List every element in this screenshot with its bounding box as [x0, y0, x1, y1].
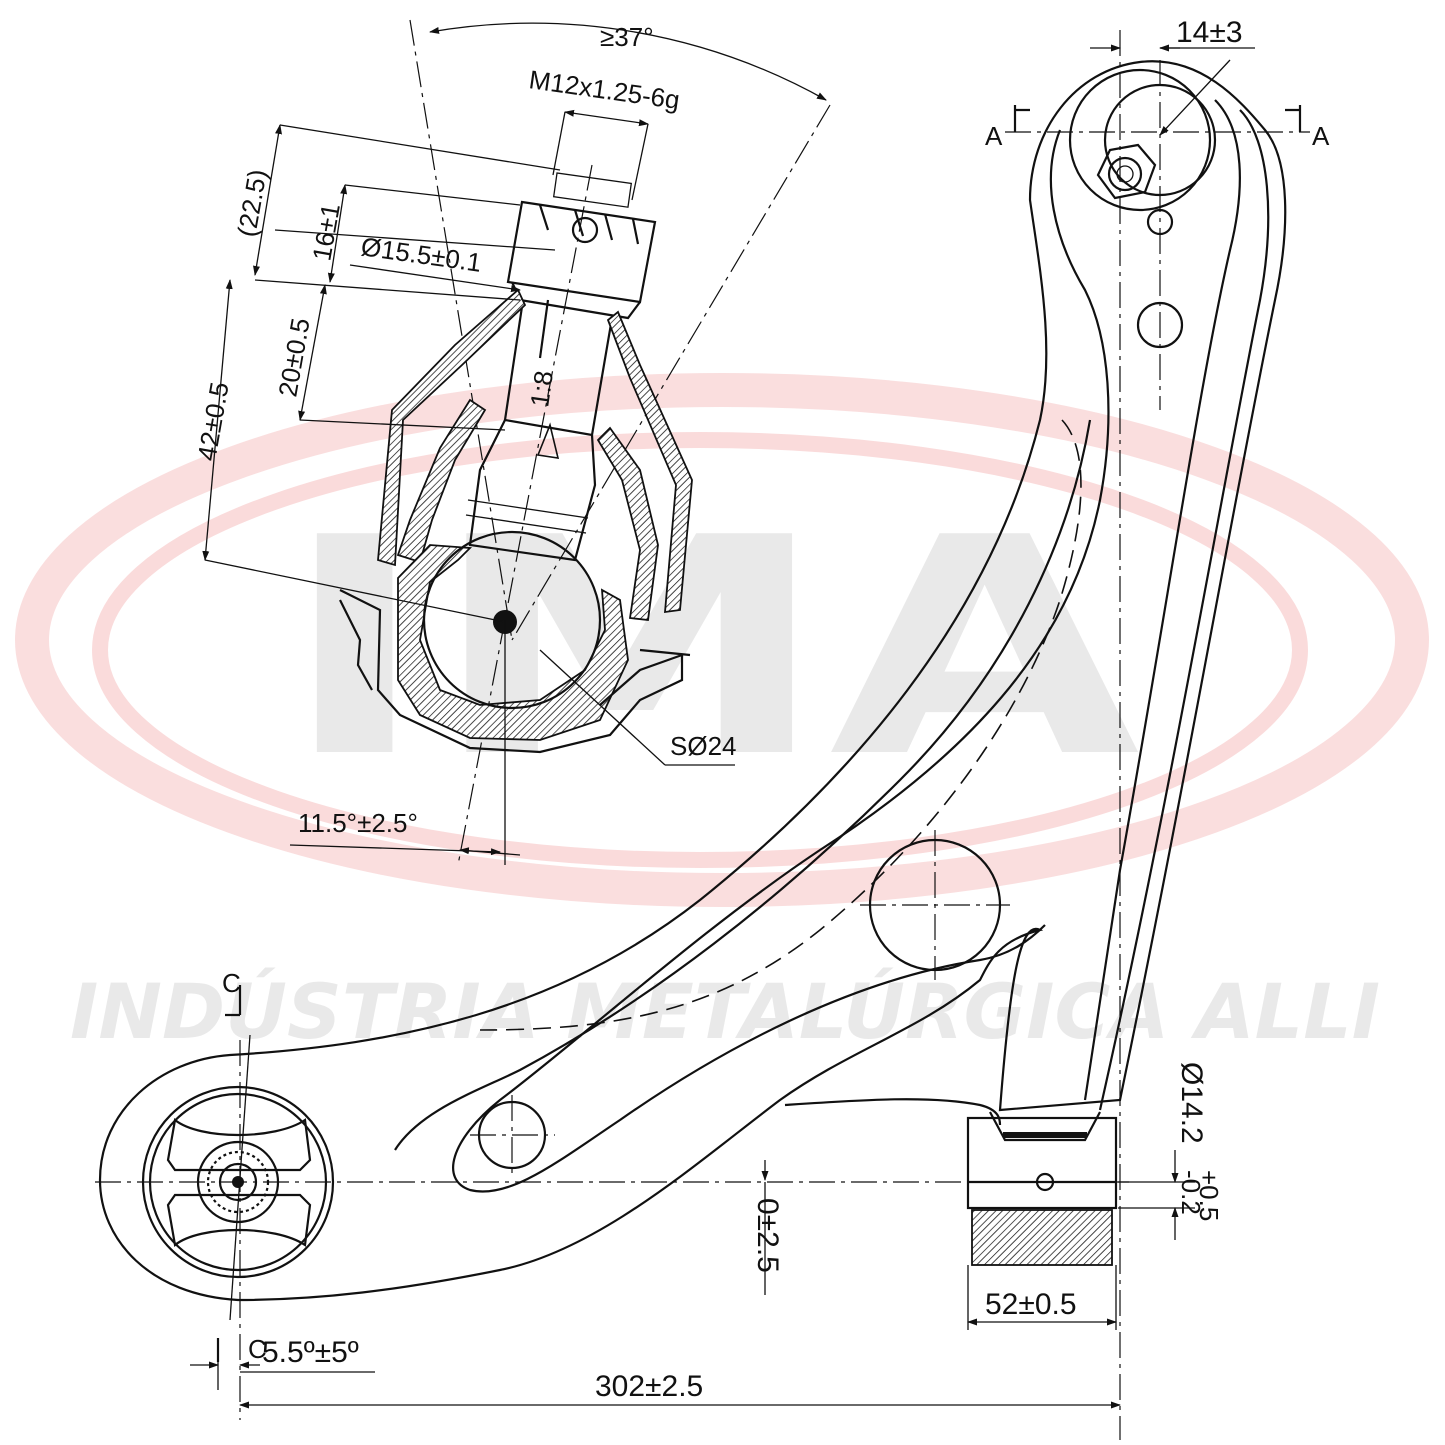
dim-stud-length: 20±0.5: [272, 316, 315, 399]
arm-dimensions: 14±3 A A Ø14.2 +0.5 -0.2 0±2.5 52±0.5 C …: [190, 16, 1330, 1409]
dim-sphere: SØ24: [670, 731, 737, 761]
dim-bushing-angle: 5.5º±5º: [262, 1336, 359, 1369]
dim-bushing-diameter: Ø14.2: [1175, 1062, 1208, 1144]
dim-overall-length: 302±2.5: [595, 1370, 703, 1403]
control-arm-body: [95, 30, 1310, 1440]
ball-socket: [339, 530, 691, 754]
dim-angle-min: ≥37°: [600, 22, 654, 52]
watermark-ring-outer: [15, 373, 1429, 907]
dim-bushing-width: 52±0.5: [985, 1288, 1077, 1321]
dim-bushing-tol-lower: -0.2: [1176, 1170, 1206, 1215]
section-a-left: A: [985, 121, 1003, 151]
watermark-logo: IMA INDÚSTRIA METALÚRGICA ALLI: [15, 373, 1429, 1056]
top-nut: [1096, 143, 1157, 200]
dim-tilt-angle: 11.5°±2.5°: [298, 808, 418, 838]
dim-thread: M12x1.25-6g: [527, 64, 681, 115]
watermark-company-name: INDÚSTRIA METALÚRGICA ALLI: [70, 966, 1380, 1056]
dim-bushing-tol-upper: +0.5: [1194, 1170, 1224, 1221]
ball: [422, 530, 602, 710]
front-bushing: [141, 1034, 335, 1420]
dim-taper: 1:8: [524, 369, 559, 409]
rear-bushing: [966, 1111, 1118, 1330]
dim-nut-height: 16±1: [306, 201, 346, 263]
dim-offset-top: 14±3: [1176, 16, 1243, 49]
dim-diameter: Ø15.5±0.1: [359, 231, 483, 278]
top-boss: [1068, 68, 1212, 212]
dim-ref-height: (22.5): [231, 167, 272, 239]
section-c-bottom: C: [248, 1334, 267, 1364]
watermark-ring-inner: [92, 432, 1308, 868]
arm-outline: [98, 60, 1287, 1302]
section-a-right: A: [1312, 121, 1330, 151]
section-c-top: C: [222, 968, 241, 998]
dim-height-offset: 0±2.5: [751, 1198, 784, 1273]
